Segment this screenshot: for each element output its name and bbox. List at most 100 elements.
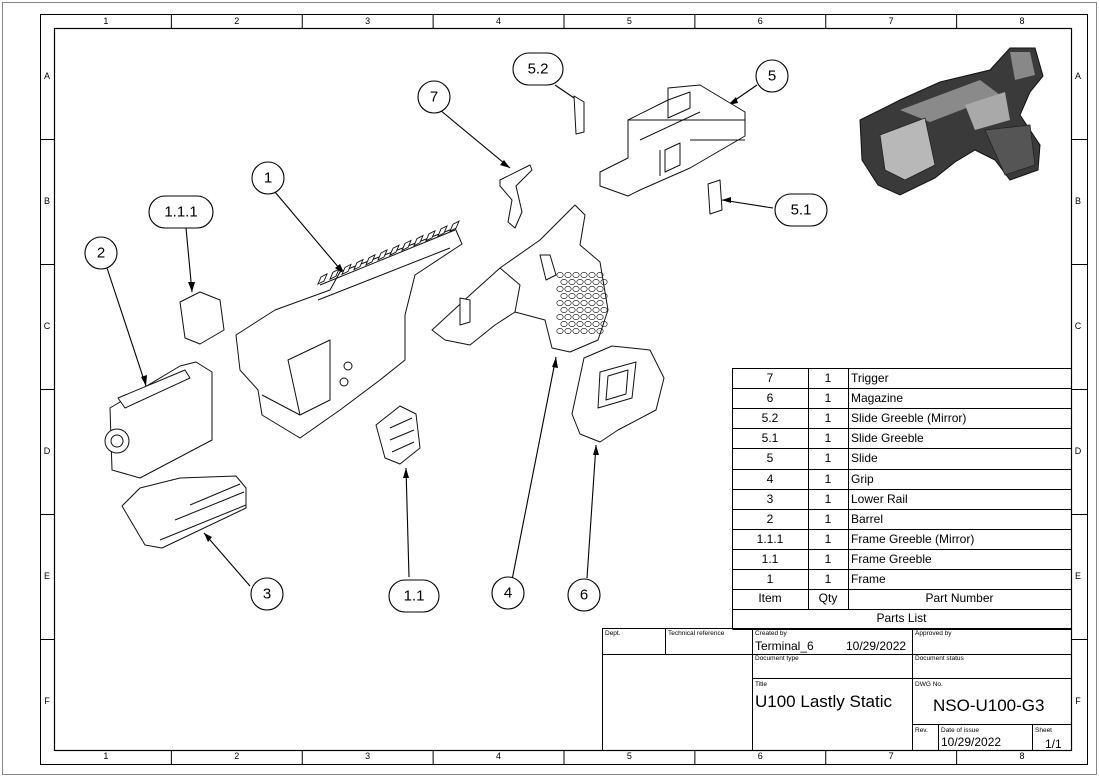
sheet-number: 1/1 [1045, 737, 1062, 751]
parts-list-qty-cell: 1 [824, 511, 832, 526]
parts-list-qty-cell: 1 [824, 471, 832, 486]
parts-list-header-part: Part Number [925, 591, 994, 605]
created-by: Terminal_6 [755, 639, 814, 653]
drawing-title: U100 Lastly Static [755, 692, 893, 711]
iso-preview-render [859, 47, 1044, 196]
document-status-label: Document status [915, 655, 964, 662]
parts-list-qty-cell: 1 [824, 371, 832, 385]
balloon-7: 7 [429, 88, 439, 106]
parts-list-item-cell: 4 [766, 471, 774, 486]
parts-list-qty-cell: 1 [824, 491, 832, 506]
created-by-label: Created by [755, 630, 787, 637]
zone-ticks [40, 14, 1088, 765]
exploded-view [104, 84, 746, 549]
approved-by-label: Approved by [915, 630, 952, 637]
parts-list-item-cell: 7 [766, 371, 774, 385]
parts-list-part-cell: Trigger [851, 371, 889, 385]
parts-list-header-item: Item [758, 591, 782, 605]
arrowheads [141, 97, 738, 542]
part-lower-rail [121, 475, 247, 549]
zone-row-B-right: B [1074, 196, 1081, 206]
zone-column-2-top: 2 [234, 16, 240, 26]
balloon-1: 1 [263, 169, 273, 187]
dwg-no-label: DWG No. [915, 681, 943, 688]
parts-list-grid [732, 368, 1072, 630]
leader-lines [106, 84, 774, 587]
zone-column-8-top: 8 [1019, 16, 1025, 26]
zone-row-F-right: F [1075, 696, 1081, 706]
document-type-label: Document type [755, 655, 799, 662]
grip-stipple-pattern [556, 272, 608, 334]
parts-list-qty-cell: 1 [824, 391, 832, 406]
zone-column-6-top: 6 [757, 16, 763, 26]
balloon-5: 5 [767, 67, 777, 85]
balloon-5-1: 5.1 [790, 201, 812, 219]
sheet-label: Sheet [1035, 727, 1052, 734]
zone-column-7-top: 7 [888, 16, 894, 26]
zone-column-5-bottom: 5 [626, 751, 632, 761]
parts-list-qty-cell: 1 [824, 411, 832, 426]
parts-list-qty-cell: 1 [824, 451, 832, 466]
part-frame [235, 227, 463, 439]
parts-list-part-cell: Frame Greeble (Mirror) [851, 531, 975, 546]
parts-list-part-cell: Lower Rail [851, 491, 908, 506]
parts-list-qty-cell: 1 [824, 531, 832, 546]
zone-column-5-top: 5 [626, 16, 632, 26]
zone-row-C-left: C [43, 321, 51, 331]
zone-column-4-top: 4 [496, 16, 502, 26]
zone-column-4-bottom: 4 [496, 751, 502, 761]
zone-row-B-left: B [43, 196, 50, 206]
balloon-2: 2 [96, 244, 106, 262]
zone-row-A-left: A [43, 71, 50, 81]
parts-list-item-cell: 5 [766, 451, 774, 466]
part-slide [599, 84, 746, 197]
parts-list-part-cell: Frame Greeble [851, 551, 932, 566]
zone-row-D-left: D [43, 446, 51, 456]
parts-list-item-cell: 5.2 [761, 411, 779, 426]
parts-list-item-cell: 2 [766, 511, 774, 526]
balloon-1-1: 1.1 [403, 587, 425, 605]
balloon-3: 3 [262, 585, 272, 603]
rev-label: Rev. [915, 727, 928, 734]
parts-list-item-cell: 1 [766, 572, 774, 586]
zone-row-C-right: C [1074, 321, 1082, 331]
zone-column-3-top: 3 [365, 16, 371, 26]
part-slide-greeble-mirror [573, 95, 585, 135]
zone-column-1-bottom: 1 [103, 751, 109, 761]
part-slide-greeble [707, 179, 723, 215]
zone-column-6-bottom: 6 [757, 751, 763, 761]
parts-list-part-cell: Slide [851, 451, 878, 466]
zone-row-A-right: A [1074, 71, 1081, 81]
parts-list-header-qty: Qty [818, 591, 838, 605]
parts-list-part-cell: Magazine [851, 391, 904, 406]
parts-list-item-cell: 5.1 [761, 431, 779, 446]
dept-label: Dept. [605, 630, 621, 637]
title-block-grid [602, 628, 1072, 751]
parts-list-part-cell: Slide Greeble [851, 431, 924, 446]
zone-column-7-bottom: 7 [888, 751, 894, 761]
parts-list-item-cell: 3 [766, 491, 774, 506]
parts-list-part-cell: Slide Greeble (Mirror) [851, 411, 967, 426]
part-trigger [499, 164, 533, 229]
zone-row-E-left: E [43, 571, 50, 581]
created-date: 10/29/2022 [846, 639, 907, 653]
tech-ref-label: Technical reference [668, 630, 725, 637]
zone-row-E-right: E [1074, 571, 1081, 581]
frame-rail-teeth [317, 220, 460, 285]
zone-row-F-left: F [44, 696, 50, 706]
parts-list-item-cell: 1.1 [761, 551, 779, 566]
balloon-4: 4 [503, 584, 513, 602]
part-frame-greeble [375, 405, 421, 465]
parts-list-qty-cell: 1 [824, 572, 832, 586]
parts-list-qty-cell: 1 [824, 431, 832, 446]
part-barrel [104, 361, 213, 479]
parts-list-title: Parts List [876, 611, 927, 625]
zone-row-D-right: D [1074, 446, 1082, 456]
parts-list-item-cell: 6 [766, 391, 774, 406]
dwg-number: NSO-U100-G3 [933, 696, 1045, 715]
parts-list-item-cell: 1.1.1 [756, 531, 784, 546]
part-magazine [571, 345, 665, 443]
